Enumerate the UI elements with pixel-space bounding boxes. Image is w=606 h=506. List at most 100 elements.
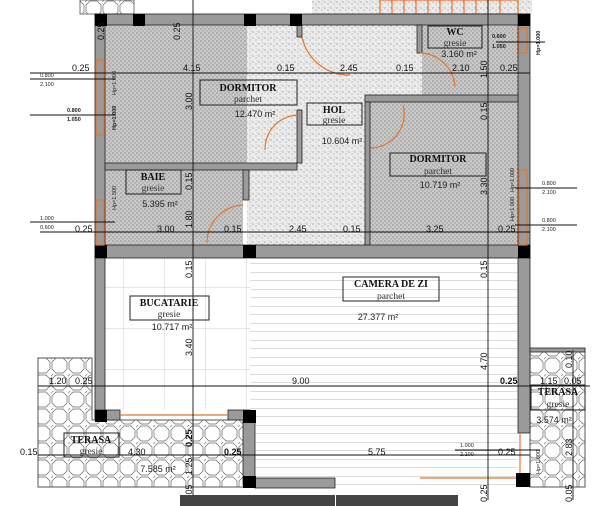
label-terasa-left: TERASA gresie 7.585 m²	[63, 432, 176, 474]
dimension-label: 0.15	[224, 224, 242, 234]
room-name: TERASA	[538, 387, 579, 398]
room-name: DORMITOR	[409, 154, 467, 165]
room-finish: parchet	[424, 167, 452, 177]
dimension-label: 0.600	[40, 225, 54, 231]
room-camera-de-zi	[250, 258, 518, 485]
dimension-label: 1.50	[479, 60, 489, 78]
room-area: 10.719 m²	[420, 180, 461, 190]
dimension-label: 0.25	[224, 447, 242, 457]
room-baie	[105, 170, 243, 245]
room-area: 27.377 m²	[358, 312, 399, 322]
label-dormitor-2: DORMITOR parchet 10.719 m²	[389, 152, 487, 190]
terrace-top-remnant	[79, 0, 135, 15]
dimension-label: 0.05	[564, 484, 574, 502]
room-area: 10.717 m²	[152, 322, 193, 332]
dimension-label: 2.10	[452, 63, 470, 73]
label-baie: BAIE gresie 5.395 m²	[125, 169, 182, 209]
room-name: BUCATARIE	[140, 298, 199, 309]
dimension-label: 0.800	[40, 73, 54, 79]
dimensions-col-1: 0.25 0.25 3.00 0.15 1.80 0.15 3.40 0.25 …	[96, 22, 194, 502]
room-area: 10.604 m²	[322, 136, 363, 146]
hall-top-remnant	[312, 0, 532, 14]
room-name: WC	[446, 27, 463, 38]
dimension-label: Hp=1.000	[536, 31, 542, 55]
doors-windows	[95, 27, 528, 479]
room-area: 3.160 m²	[441, 49, 477, 59]
dimension-label: 2.100	[40, 82, 54, 88]
label-bucatarie: BUCATARIE gresie 10.717 m²	[129, 295, 210, 332]
dimension-label: 2.100	[542, 227, 556, 233]
dimension-label: 0.25	[75, 376, 93, 386]
dimension-label: 0.25	[75, 224, 93, 234]
dimension-label: 0.800	[542, 218, 556, 224]
dimensions-row-2: 0.25 3.00 0.15 2.45 0.15 3.25 0.25	[75, 224, 516, 234]
dimension-label: 1.050	[67, 117, 81, 123]
room-area: 3.574 m²	[536, 415, 572, 425]
room-dormitor-2	[370, 102, 518, 245]
bottom-bar-left	[180, 495, 335, 506]
dimension-label: 1.000	[460, 443, 474, 449]
bottom-bar-right	[336, 495, 458, 506]
dimension-label: 0.25	[500, 63, 518, 73]
dimension-label: 4.30	[128, 447, 146, 457]
room-bucatarie	[105, 258, 250, 410]
dimension-label: Hp=1.000	[112, 106, 118, 130]
dimension-label: Hp=1.000	[112, 71, 118, 95]
dimension-label: 0.25	[184, 429, 194, 447]
dimension-label: 1.25	[184, 457, 194, 475]
room-area: 12.470 m²	[235, 109, 276, 119]
label-terasa-right: TERASA gresie 3.574 m²	[530, 384, 586, 425]
dimension-label: Hp=1.000	[536, 450, 542, 474]
label-dormitor-1: DORMITOR parchet 12.470 m²	[199, 79, 298, 119]
dimension-lines	[30, 0, 590, 500]
dimensions-col-3: 0.10 2.83 0.05	[564, 350, 574, 502]
dimension-label: 0.800	[542, 181, 556, 187]
dimension-label: 0.25	[72, 63, 90, 73]
dimension-label: 0.25	[498, 447, 516, 457]
dimension-label: 1.050	[492, 44, 506, 50]
dimensions-row-4: 0.15 4.30 0.25 5.75 0.25	[20, 447, 516, 457]
room-name: DORMITOR	[219, 83, 277, 94]
dimension-label: 2.45	[289, 224, 307, 234]
label-wc: WC gresie 3.160 m²	[427, 25, 483, 59]
dimension-label: 0.05	[564, 376, 582, 386]
dimension-label: 1.000	[40, 216, 54, 222]
dimension-label: 0.600	[492, 34, 506, 40]
dimension-label: 2.45	[340, 63, 358, 73]
room-finish: gresie	[158, 310, 181, 320]
dimension-label: 0.05	[184, 484, 194, 502]
terrace-right	[529, 349, 586, 488]
dimension-label: 1.80	[184, 210, 194, 228]
dimension-label: 0.15	[184, 260, 194, 278]
dimension-label: 3.25	[426, 224, 444, 234]
dimension-label: 2.83	[564, 438, 574, 456]
room-wc	[422, 25, 518, 95]
dimension-label: 0.15	[277, 63, 295, 73]
dimension-label: 0.15	[396, 63, 414, 73]
dimension-label: 0.25	[500, 376, 518, 386]
room-finish: gresie	[80, 447, 103, 457]
dimension-label: 0.15	[343, 224, 361, 234]
dimension-label: 0.25	[498, 224, 516, 234]
label-hol: HOL gresie 10.604 m²	[306, 102, 363, 146]
dimension-label: Hp=1.000	[510, 168, 516, 192]
dimension-label: 1.20	[49, 376, 67, 386]
dimension-label: 4.70	[479, 352, 489, 370]
dimension-label: 2.100	[542, 190, 556, 196]
room-finish: parchet	[377, 292, 405, 302]
dimension-label: 0.25	[479, 484, 489, 502]
room-name: BAIE	[141, 172, 166, 183]
dimension-label: 0.25	[96, 22, 106, 40]
room-name: HOL	[323, 105, 346, 116]
dimension-label: 0.15	[479, 260, 489, 278]
dimensions-col-2: 1.50 0.15 3.30 0.15 4.70 0.25	[479, 60, 489, 502]
room-finish: gresie	[444, 39, 467, 49]
room-finish: gresie	[547, 400, 570, 410]
room-finish: gresie	[142, 184, 165, 194]
room-finish: parchet	[234, 95, 262, 105]
dimension-label: 9.00	[292, 376, 310, 386]
dimension-label: 3.40	[184, 338, 194, 356]
dimension-label: 0.10	[564, 350, 574, 368]
dimension-label: 3.30	[479, 177, 489, 195]
